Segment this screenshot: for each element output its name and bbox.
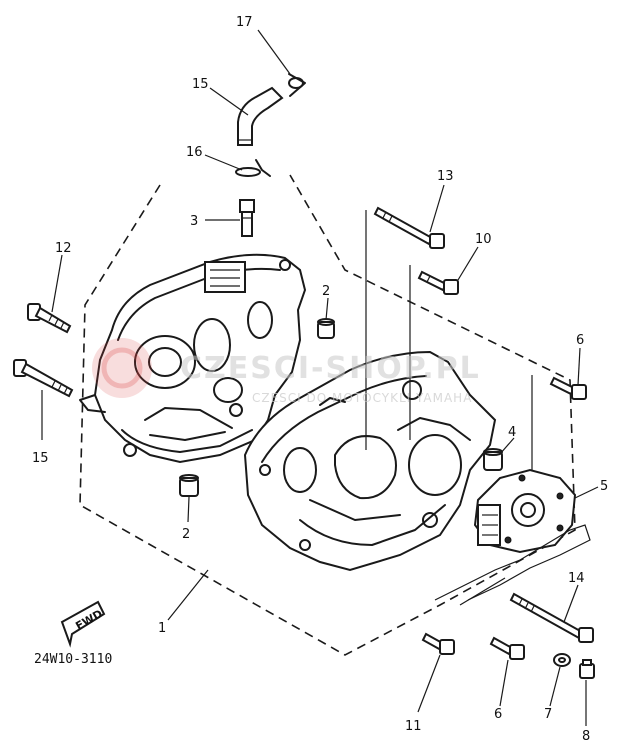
callout-8: 8 [582,729,590,744]
callout-15: 15 [192,77,209,92]
bolt-6-upper [549,376,587,400]
breather-nipple-3 [239,199,255,237]
watermark-subtitle: CZESCI DO MOTOCYKLI YAMAHA [252,391,472,405]
callout-14: 15 [32,451,49,466]
callout-12: 13 [437,169,454,184]
callout-5: 5 [600,479,608,494]
cover-5 [473,468,577,554]
callout-16: 16 [186,145,203,160]
watermark-logo-icon [92,338,152,398]
bolt-11 [27,303,72,334]
hose-15 [237,86,284,146]
dowel-pin-2-upper [317,318,335,339]
assembly-boundary [79,174,576,656]
callout-9: 10 [475,232,492,247]
right-crankcase [243,350,497,572]
forward-arrow: FWD [60,600,106,648]
callout-labels: 17 15 16 3 13 10 12 2 15 6 4 5 2 1 14 11… [32,15,608,744]
callout-13: 14 [568,571,585,586]
bolt-14 [13,359,74,398]
callout-6-lower: 6 [494,707,502,722]
callout-17: 17 [236,15,253,30]
dowel-pin-2-lower [179,474,199,497]
dowel-4 [483,448,503,471]
callout-4: 4 [508,425,516,440]
leader-lines [41,29,599,726]
callout-3: 3 [190,214,198,229]
callout-10: 11 [405,719,422,734]
clamp-16 [235,159,271,177]
callout-2-upper: 2 [322,284,330,299]
part-code: 24W10-3110 [34,652,112,667]
bolt-13 [509,592,594,643]
alignment-lines [365,210,591,606]
callout-2-lower: 2 [182,527,190,542]
callout-6-upper: 6 [576,333,584,348]
washer-7 [553,653,571,667]
left-crankcase [79,253,307,464]
plug-8 [579,659,595,679]
watermark-title: CZESCI-SHOP.PL [180,351,481,386]
bolt-6-lower [489,636,525,660]
callout-1: 1 [158,621,166,636]
bolt-10 [421,632,455,655]
watermark: CZESCI-SHOP.PL CZESCI DO MOTOCYKLI YAMAH… [92,338,481,405]
bolt-9 [417,270,459,295]
clip-17 [288,73,306,97]
callout-7: 7 [544,707,552,722]
callout-11: 12 [55,241,72,256]
bolt-12 [373,206,445,249]
